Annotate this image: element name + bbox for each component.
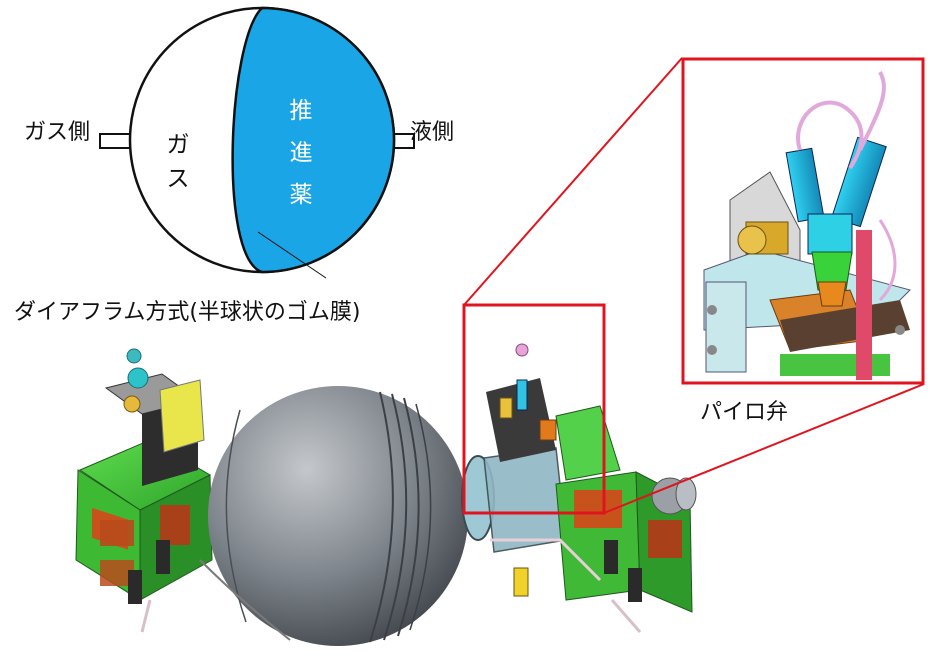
main-propellant-tank xyxy=(208,386,468,646)
callout-line-bottom xyxy=(603,383,925,514)
right-valve-yellow-2 xyxy=(513,567,529,597)
propellant-label-line1: 推 xyxy=(290,98,313,124)
zoom-orange-nozzle xyxy=(817,281,847,307)
left-yellow-box xyxy=(159,379,205,453)
right-valve-blue xyxy=(516,379,528,411)
right-thruster-1 xyxy=(604,540,618,574)
zoom-bolt-3 xyxy=(895,325,905,335)
pipe-line-1 xyxy=(490,538,602,582)
zoom-bolt-2 xyxy=(707,345,717,355)
diaphragm-caption: ダイアフラム方式(半球状のゴム膜) xyxy=(14,300,361,325)
zoom-pink-pipe xyxy=(856,230,872,380)
pyro-valve-zoom-frame xyxy=(681,57,925,385)
tank-seam-2 xyxy=(383,393,408,641)
zoom-green-bar xyxy=(780,354,890,376)
zoom-cable-3 xyxy=(878,219,897,302)
gas-label-line2: ス xyxy=(167,166,190,192)
gas-side-label: ガス側 xyxy=(24,120,90,145)
zoom-cable-2 xyxy=(858,71,886,151)
pipe-line-3 xyxy=(140,599,152,633)
right-green-slope xyxy=(555,405,621,481)
diaphragm-schematic: ガス側 液側 ガ ス 推 進 薬 xyxy=(24,6,454,279)
propellant-region xyxy=(231,6,396,274)
liquid-side-label: 液側 xyxy=(410,120,454,145)
propulsion-module-illustration xyxy=(75,343,697,646)
right-valve-orange xyxy=(539,419,557,441)
callout-line-top xyxy=(463,57,683,306)
diaphragm-pointer-line xyxy=(257,231,327,279)
left-valve-top xyxy=(126,348,142,364)
zoom-bolt-1 xyxy=(707,305,717,315)
zoom-cyan-body xyxy=(807,213,853,255)
tank-seam-1 xyxy=(369,391,394,643)
pipe-line-2 xyxy=(199,559,291,641)
left-red-plate-2 xyxy=(100,520,134,546)
right-valve-yellow-1 xyxy=(499,397,513,419)
left-thruster-2 xyxy=(156,540,170,574)
callout-source-box xyxy=(462,303,606,515)
left-red-plate-4 xyxy=(160,505,190,545)
right-thruster-2 xyxy=(628,568,642,602)
pyro-valve-zoom-view xyxy=(684,60,922,382)
left-valve-cyan xyxy=(127,367,149,389)
tank-seam-3 xyxy=(397,397,420,637)
pipe-line-4 xyxy=(610,599,642,633)
zoom-gold-nut xyxy=(737,225,767,255)
zoom-dark-plate xyxy=(780,300,910,352)
gas-label-line1: ガ xyxy=(167,132,190,158)
outlet-manifold xyxy=(483,447,567,553)
right-red-plate-2 xyxy=(648,520,682,558)
propellant-label-line3: 薬 xyxy=(290,182,313,208)
left-valve-yellow xyxy=(123,395,141,413)
tank-seam-4 xyxy=(409,403,432,631)
right-valve-top-pink xyxy=(515,343,529,357)
left-thruster-1 xyxy=(128,570,142,604)
zoom-left-block xyxy=(705,281,747,373)
propellant-label-line2: 進 xyxy=(290,140,313,166)
pyro-valve-label: パイロ弁 xyxy=(700,400,788,425)
right-grey-nozzle-end xyxy=(675,477,697,511)
zoom-green-body xyxy=(811,251,853,291)
